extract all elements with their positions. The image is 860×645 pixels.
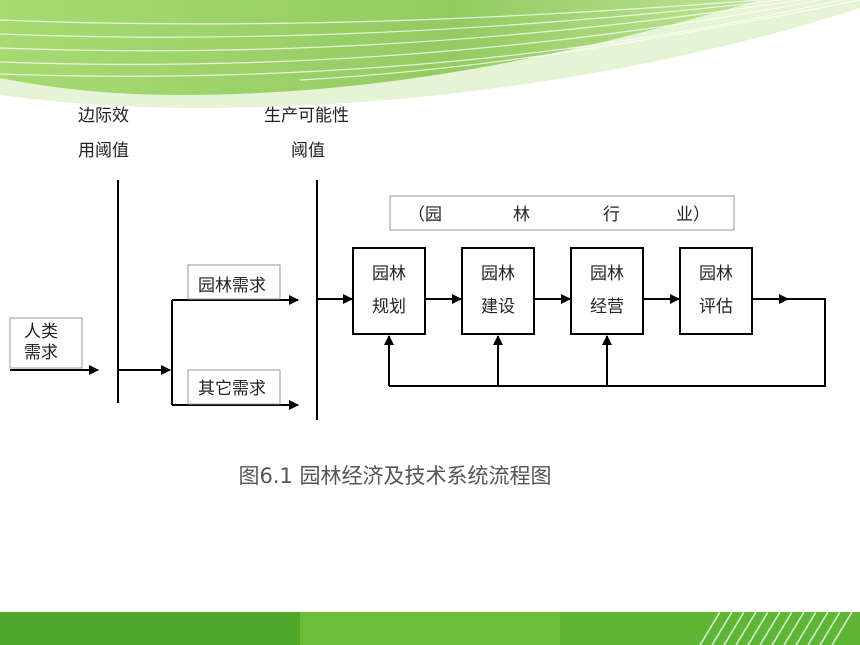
industry-label-3: 行 — [603, 205, 620, 225]
footer-banner — [0, 612, 860, 645]
stage-evaluation-box — [679, 247, 753, 335]
garden-demand-box — [187, 264, 281, 300]
header-banner — [0, 0, 860, 108]
other-demand-box — [187, 369, 281, 405]
industry-label-2: 林 — [513, 205, 530, 225]
industry-label-4: 业） — [676, 205, 710, 225]
human-demand-label-2: 需求 — [24, 343, 58, 363]
stage-planning-label-2: 规划 — [372, 297, 406, 317]
other-demand-label: 其它需求 — [198, 379, 266, 399]
stage-evaluation-label-2: 评估 — [699, 297, 733, 317]
garden-demand-label: 园林需求 — [198, 276, 266, 296]
figure-caption: 图6.1 园林经济及技术系统流程图 — [238, 464, 552, 488]
industry-banner-box — [389, 195, 735, 231]
stage-construction-label-2: 建设 — [481, 297, 515, 317]
stage-planning-label-1: 园林 — [372, 264, 406, 284]
human-demand-label-1: 人类 — [24, 322, 58, 342]
stage-planning-box — [352, 247, 426, 335]
human-demand-box — [9, 317, 83, 369]
stage-construction-label-1: 园林 — [481, 264, 515, 284]
stage-operation-box — [570, 247, 644, 335]
stage-evaluation-label-1: 园林 — [699, 264, 733, 284]
marginal-threshold-label-2: 用阈值 — [78, 141, 129, 161]
industry-label-1: （园 — [408, 205, 442, 225]
marginal-threshold-label-1: 边际效 — [78, 106, 129, 126]
production-threshold-label-2: 阈值 — [291, 141, 325, 161]
stage-operation-label-2: 经营 — [590, 297, 624, 317]
stage-operation-label-1: 园林 — [590, 264, 624, 284]
production-threshold-label-1: 生产可能性 — [264, 106, 349, 126]
stage-construction-box — [461, 247, 535, 335]
